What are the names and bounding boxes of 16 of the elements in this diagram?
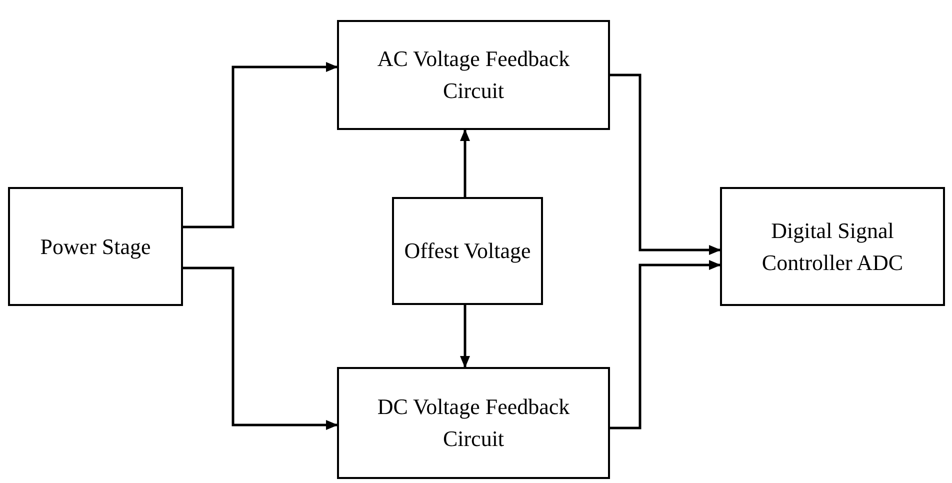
- arrow: [460, 305, 470, 368]
- arrow: [183, 266, 338, 430]
- block-box: [8, 187, 183, 306]
- block-box: [337, 20, 610, 130]
- block-label: Power Stage: [40, 232, 151, 261]
- arrow: [460, 129, 470, 197]
- block-label: DC Voltage Feedback Circuit: [376, 393, 571, 453]
- block-box: [720, 187, 945, 306]
- arrow: [610, 74, 721, 255]
- arrow: [610, 260, 721, 430]
- block-box: [337, 367, 610, 479]
- arrow: [183, 62, 338, 228]
- block-label: Offest Voltage: [404, 237, 531, 266]
- block-label: AC Voltage Feedback Circuit: [376, 45, 571, 105]
- block-box: [392, 197, 543, 305]
- block-label: Digital Signal Controller ADC: [760, 216, 904, 276]
